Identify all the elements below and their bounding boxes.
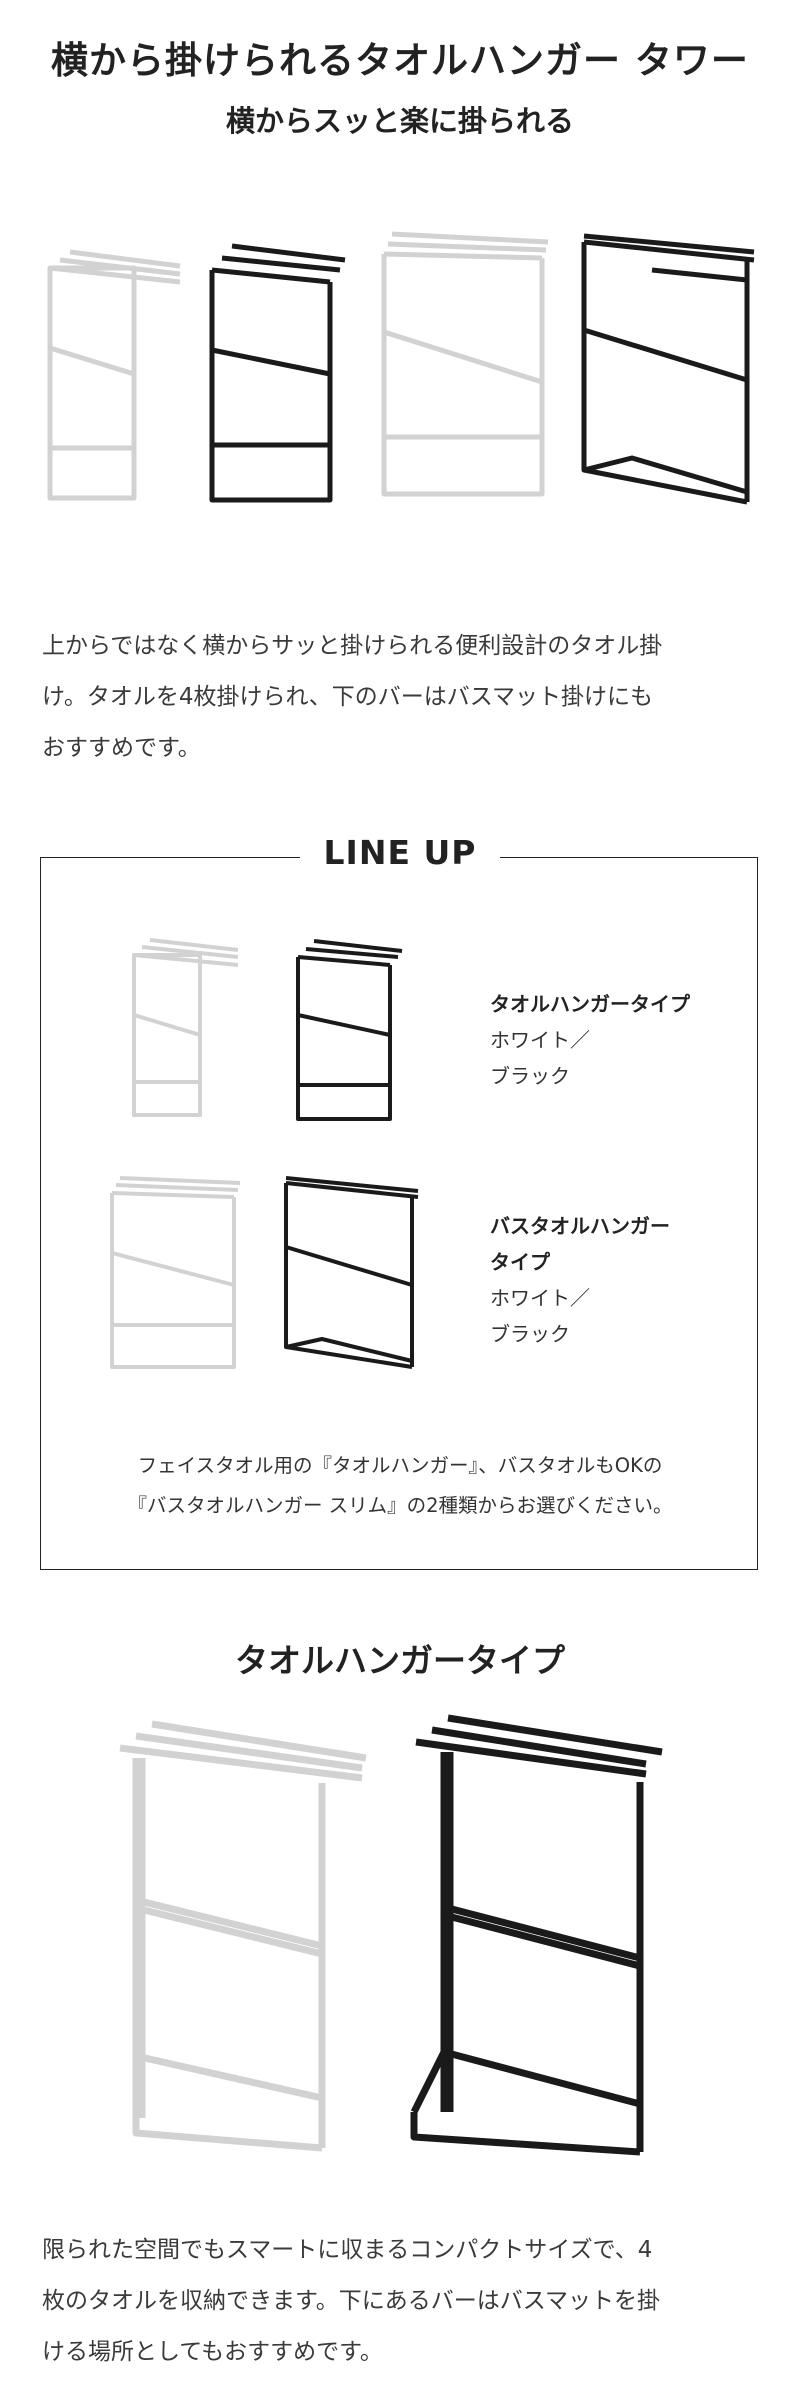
- black-bath-towel-hanger-image: [581, 233, 755, 505]
- page-subtitle: 横からスッと楽に掛られる: [225, 104, 574, 138]
- lineup-title: LINE UP: [300, 833, 500, 872]
- type-color: ホワイト／: [490, 1028, 590, 1052]
- towel-type-paragraph: 限られた空間でもスマートに収まるコンパクトサイズで、4 枚のタオルを収納できます…: [42, 2237, 661, 2365]
- type-color: ブラック: [490, 1322, 570, 1346]
- lineup-white-bath-towel-hanger-image: [110, 1176, 241, 1369]
- type-name: バスタオルハンガー: [490, 1214, 670, 1238]
- lineup-type-bath-towel-hanger: バスタオルハンガー タイプ ホワイト／ ブラック: [490, 1208, 670, 1352]
- white-towel-hanger-image: [47, 249, 181, 501]
- black-towel-hanger-image: [209, 243, 346, 503]
- white-bath-towel-hanger-image: [381, 231, 549, 497]
- section-title-towel-hanger-type: タオルハンガータイプ: [235, 1641, 565, 1680]
- type-color: ブラック: [490, 1064, 570, 1088]
- page-title: 横から掛けられるタオルハンガー タワー: [51, 39, 749, 82]
- lineup-black-towel-hanger-image: [296, 939, 403, 1121]
- type-color: ホワイト／: [490, 1286, 590, 1310]
- large-white-towel-hanger-image: [119, 1720, 367, 2152]
- lineup-black-bath-towel-hanger-image: [284, 1176, 419, 1369]
- intro-paragraph: 上からではなく横からサッと掛けられる便利設計のタオル掛 け。タオルを4枚掛けられ…: [42, 633, 663, 761]
- lineup-type-towel-hanger: タオルハンガータイプ ホワイト／ ブラック: [490, 986, 690, 1094]
- large-black-towel-hanger-image: [410, 1714, 663, 2156]
- lineup-note: フェイスタオル用の『タオルハンガー』、バスタオルもOKの 『バスタオルハンガー …: [127, 1454, 673, 1517]
- type-name: タイプ: [490, 1250, 550, 1274]
- lineup-white-towel-hanger-image: [132, 938, 239, 1117]
- type-name: タオルハンガータイプ: [490, 992, 690, 1016]
